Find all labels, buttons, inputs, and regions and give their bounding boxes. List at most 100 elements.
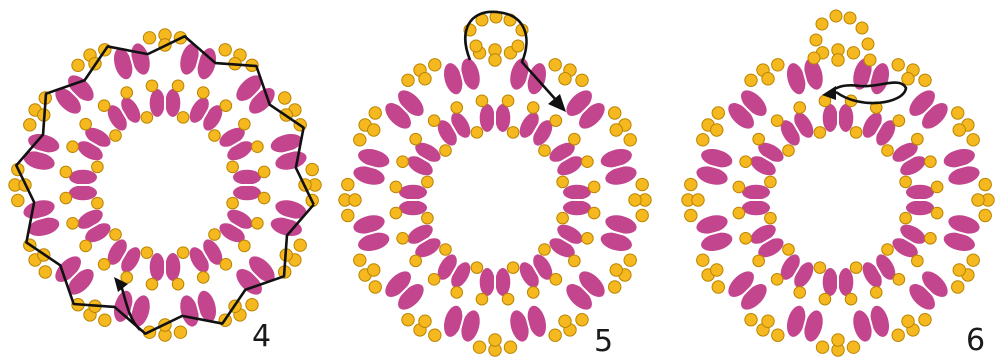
seed-bead [92, 197, 104, 209]
seed-bead [368, 264, 380, 276]
seed-bead [397, 156, 409, 168]
seed-bead [609, 281, 621, 293]
petal-bead-pair [186, 236, 227, 276]
seed-bead [967, 134, 979, 146]
petal-bead-pair [186, 94, 227, 134]
petal-bead-pair [69, 170, 97, 201]
seed-bead [252, 141, 264, 153]
petal-bead [495, 268, 510, 296]
seed-bead [559, 315, 571, 327]
seed-bead [410, 255, 422, 267]
seed-bead [252, 217, 264, 229]
seed-bead [141, 112, 153, 124]
seed-bead [762, 315, 774, 327]
seed-bead [771, 274, 783, 286]
seed-bead [814, 262, 826, 274]
petal-bead-pair [859, 109, 900, 149]
thread-path [830, 83, 906, 103]
seed-bead [711, 124, 723, 136]
seed-bead [772, 59, 784, 71]
seed-bead [902, 73, 914, 85]
seed-bead [900, 212, 912, 224]
seed-bead [931, 207, 943, 219]
seed-bead [527, 287, 539, 299]
seed-bead [636, 178, 648, 190]
petal-bead-pair [507, 56, 549, 96]
seed-bead [685, 178, 697, 190]
seed-bead [451, 287, 463, 299]
seed-bead [557, 176, 569, 188]
seed-bead [471, 262, 483, 274]
seed-bead [629, 194, 641, 206]
petal-bead-pair [906, 185, 934, 216]
petal-bead-pair [381, 86, 428, 133]
petal-bead [563, 185, 591, 200]
seed-bead [953, 124, 965, 136]
petal-bead-pair [507, 304, 549, 344]
petal-bead-pair [859, 251, 900, 291]
seed-bead [772, 329, 784, 341]
seed-bead [342, 209, 354, 221]
seed-bead [294, 239, 306, 251]
seed-bead [476, 95, 488, 107]
petal-bead [838, 104, 853, 132]
seed-bead [220, 100, 232, 112]
petal-bead-pair [694, 146, 734, 188]
seed-bead [733, 207, 745, 219]
petal-bead-pair [562, 86, 609, 133]
petal-bead-pair [434, 251, 475, 291]
seed-bead [146, 278, 158, 290]
seed-bead [550, 274, 562, 286]
seed-bead [410, 133, 422, 145]
seed-bead [576, 74, 588, 86]
seed-bead [390, 181, 402, 193]
seed-bead [172, 80, 184, 92]
seed-bead [258, 166, 270, 178]
seed-bead [952, 107, 964, 119]
seed-bead [893, 115, 905, 127]
seed-bead [397, 232, 409, 244]
seed-bead [177, 112, 189, 124]
petal-bead [165, 253, 180, 281]
seed-bead [527, 102, 539, 114]
seed-bead [830, 10, 842, 22]
seed-bead [953, 264, 965, 276]
seed-bead [979, 209, 991, 221]
seed-bead [783, 244, 795, 256]
seed-bead [711, 264, 723, 276]
seed-bead [845, 293, 857, 305]
petal-bead-pair [441, 304, 483, 344]
seed-bead [80, 118, 92, 130]
seed-bead [712, 281, 724, 293]
beaded-motif [339, 11, 651, 356]
seed-bead [39, 266, 51, 278]
seed-bead [850, 262, 862, 274]
petal-bead [233, 170, 261, 185]
thread-path [16, 36, 313, 333]
seed-bead [850, 127, 862, 139]
seed-bead [489, 54, 501, 66]
seed-bead [60, 192, 72, 204]
seed-bead [549, 59, 561, 71]
petal-bead [742, 185, 770, 200]
petal-bead-pair [546, 139, 586, 180]
seed-bead [794, 287, 806, 299]
seed-bead [440, 145, 452, 157]
seed-bead [539, 244, 551, 256]
petal-bead-pair [599, 212, 639, 254]
seed-bead [429, 59, 441, 71]
seed-bead [783, 145, 795, 157]
seed-bead [559, 73, 571, 85]
petal-bead [823, 104, 838, 132]
seed-bead [753, 133, 765, 145]
seed-bead [814, 127, 826, 139]
seed-bead [451, 102, 463, 114]
seed-bead [369, 281, 381, 293]
petal-bead-pair [233, 170, 261, 201]
petal-bead-pair [747, 139, 787, 180]
seed-bead [967, 254, 979, 266]
petal-bead-pair [905, 267, 952, 314]
seed-bead [512, 40, 524, 52]
seed-bead [925, 232, 937, 244]
petal-bead [165, 89, 180, 117]
